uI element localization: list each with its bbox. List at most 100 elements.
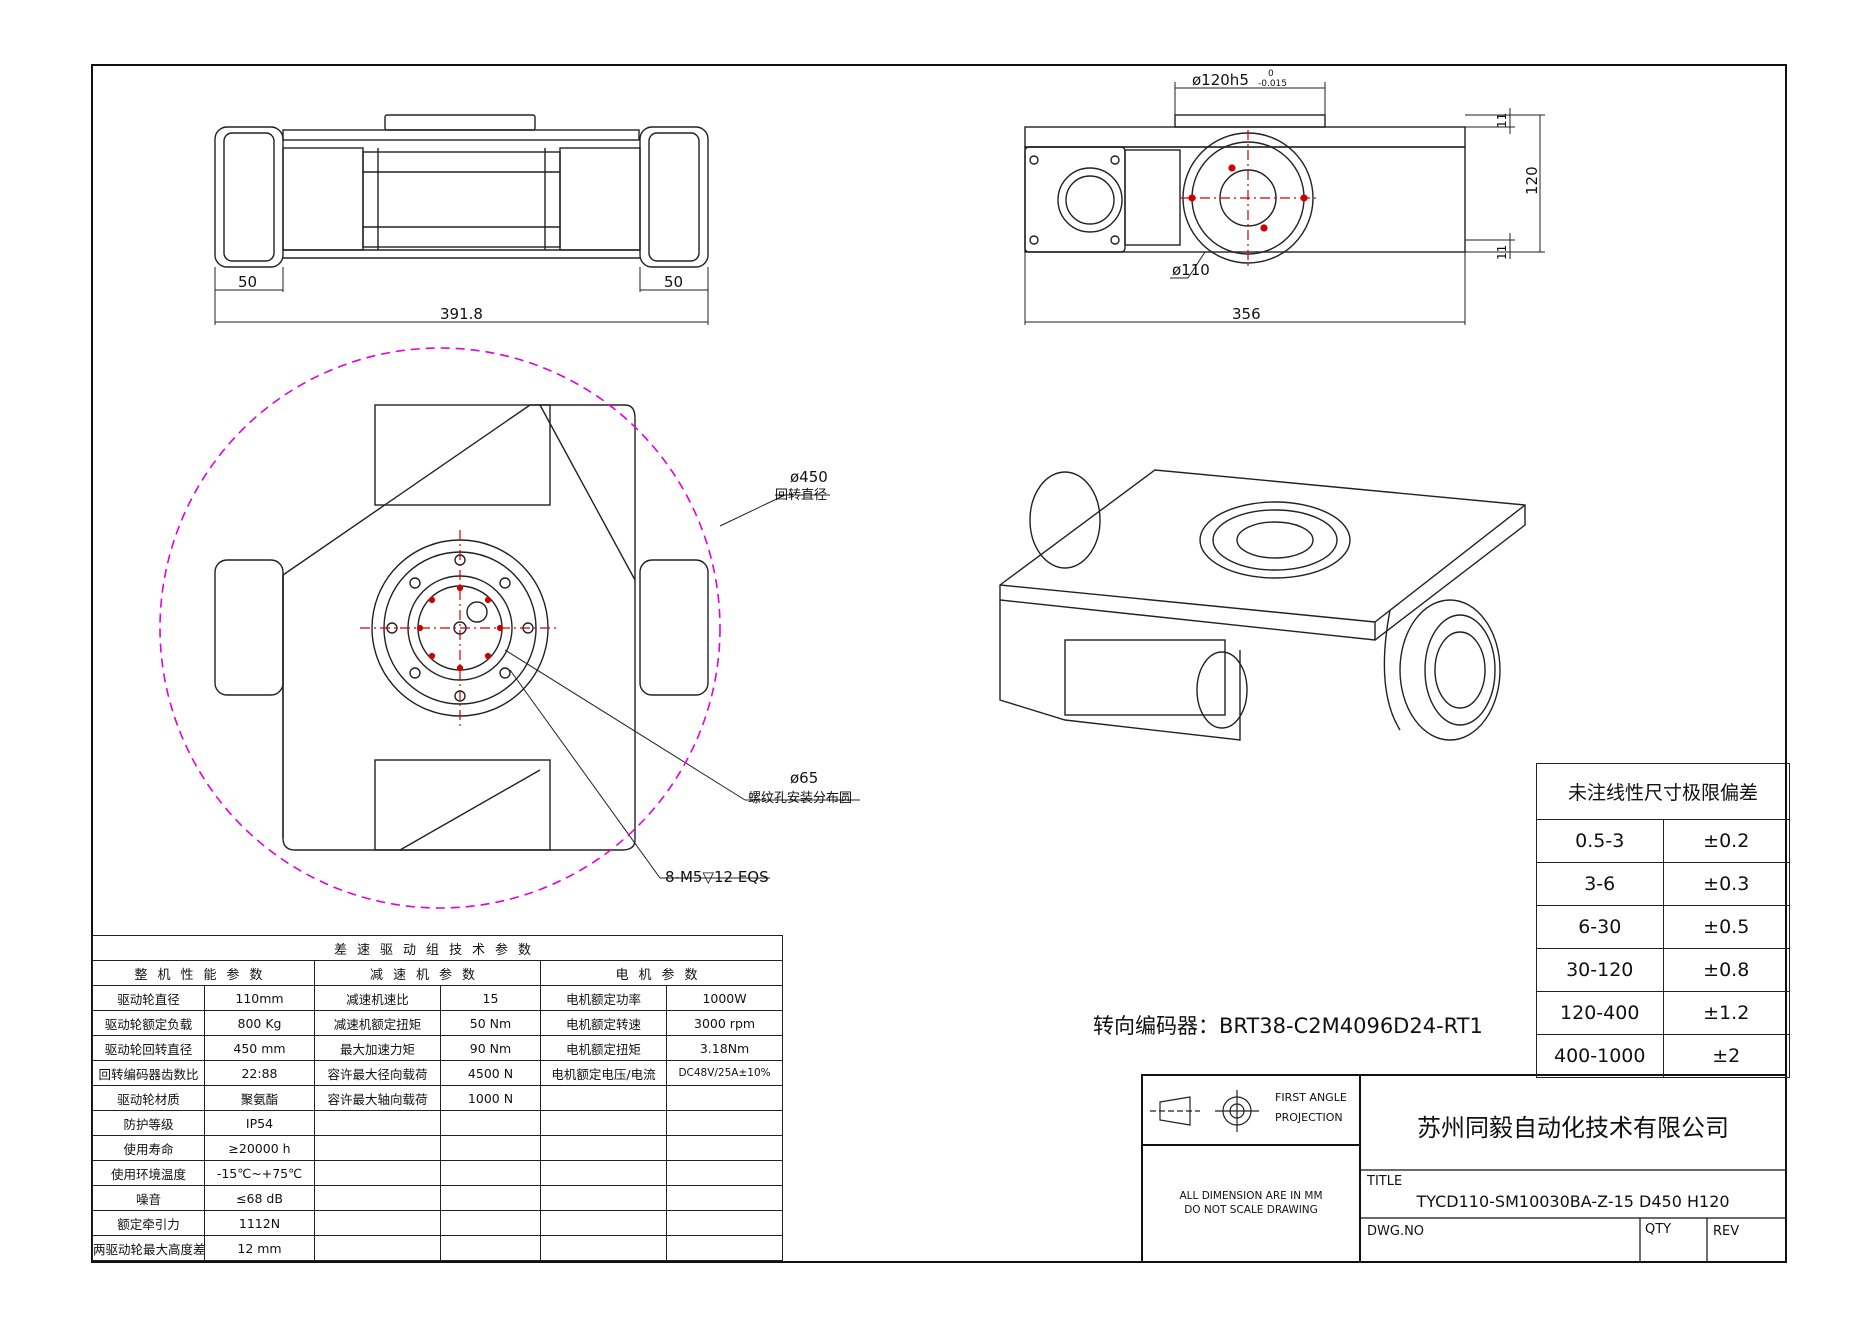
reducer-param-name [314, 1185, 441, 1211]
side-view [1024, 82, 1545, 325]
tolerance-range: 30-120 [1536, 948, 1664, 992]
reducer-param-name: 减速机额定扭矩 [314, 1010, 441, 1036]
dim-top-diameter: ø120h5 [1192, 71, 1249, 89]
qty-label: QTY [1645, 1222, 1672, 1237]
spec-group-header: 电机参数 [539, 960, 784, 986]
motor-param-value [665, 1160, 784, 1186]
tolerance-value: ±1.2 [1662, 991, 1790, 1035]
spec-param-value: -15℃~+75℃ [204, 1160, 315, 1186]
spec-param-value: 聚氨酯 [204, 1085, 315, 1111]
reducer-param-name [314, 1110, 441, 1136]
tolerance-value: ±0.3 [1662, 862, 1790, 906]
motor-param-name [540, 1110, 667, 1136]
motor-param-value: DC48V/25A±10% [665, 1060, 784, 1086]
tolerance-range: 400-1000 [1536, 1034, 1664, 1078]
reducer-param-value [440, 1210, 541, 1236]
spec-param-name: 两驱动轮最大高度差 [92, 1235, 205, 1261]
reducer-param-value: 1000 N [440, 1085, 541, 1111]
reducer-param-value [440, 1110, 541, 1136]
motor-param-name [540, 1210, 667, 1236]
motor-param-value [665, 1235, 784, 1261]
rotation-diameter-circle [159, 347, 721, 909]
spec-param-name: 回转编码器齿数比 [92, 1060, 205, 1086]
spec-param-name: 使用寿命 [92, 1135, 205, 1161]
tolerance-value: ±0.5 [1662, 905, 1790, 949]
dwg-no-label: DWG.NO [1367, 1224, 1425, 1239]
spec-group-header: 减速机参数 [314, 960, 541, 986]
spec-table-row: 使用寿命≥20000 h [92, 1135, 784, 1161]
plan-view-centerlines [360, 530, 560, 726]
motor-param-name: 电机额定电压/电流 [540, 1060, 667, 1086]
tolerance-range: 120-400 [1536, 991, 1664, 1035]
label-thread-spec: 8-M5▽12 EQS [665, 868, 769, 886]
motor-param-name [540, 1235, 667, 1261]
tolerance-table-title: 未注线性尺寸极限偏差 [1536, 763, 1790, 820]
tolerance-range: 0.5-3 [1536, 819, 1664, 863]
dim-front-right-wheel: 50 [664, 273, 683, 291]
company-name: 苏州同毅自动化技术有限公司 [1417, 1114, 1729, 1142]
motor-param-name [540, 1085, 667, 1111]
spec-param-name: 驱动轮额定负载 [92, 1010, 205, 1036]
projection-line1: FIRST ANGLE [1275, 1091, 1347, 1104]
tolerance-range: 3-6 [1536, 862, 1664, 906]
motor-param-name: 电机额定转速 [540, 1010, 667, 1036]
tolerance-value: ±0.2 [1662, 819, 1790, 863]
sheet-border [91, 64, 1787, 1263]
label-bolt-circle: 螺纹孔安装分布圆 [748, 791, 852, 806]
tolerance-value: ±0.8 [1662, 948, 1790, 992]
spec-table-row: 噪音≤68 dB [92, 1185, 784, 1211]
reducer-param-name [314, 1210, 441, 1236]
label-rotation-diameter: 回转直径 [775, 488, 827, 503]
motor-param-value: 1000W [665, 985, 784, 1011]
encoder-note: 转向编码器：BRT38-C2M4096D24-RT1 [1093, 1014, 1483, 1038]
spec-param-value: 800 Kg [204, 1010, 315, 1036]
spec-param-name: 防护等级 [92, 1110, 205, 1136]
motor-param-value [665, 1185, 784, 1211]
dim-front-overall-width: 391.8 [440, 305, 483, 323]
tolerance-row: 0.5-3±0.2 [1536, 819, 1790, 863]
dim-top-tol-upper: 0 [1268, 69, 1274, 79]
units-note-line1: ALL DIMENSION ARE IN MM [1179, 1190, 1323, 1202]
reducer-param-value: 15 [440, 985, 541, 1011]
spec-param-name: 驱动轮回转直径 [92, 1035, 205, 1061]
motor-param-name [540, 1160, 667, 1186]
dim-top-plate: 11 [1495, 113, 1509, 128]
projection-line2: PROJECTION [1275, 1111, 1343, 1124]
motor-param-value [665, 1210, 784, 1236]
spec-param-name: 使用环境温度 [92, 1160, 205, 1186]
spec-param-value: 110mm [204, 985, 315, 1011]
spec-param-name: 驱动轮材质 [92, 1085, 205, 1111]
motor-param-value [665, 1135, 784, 1161]
dim-flange-diameter: ø110 [1172, 261, 1210, 279]
reducer-param-value: 50 Nm [440, 1010, 541, 1036]
reducer-param-value [440, 1185, 541, 1211]
isometric-view [999, 469, 1526, 741]
reducer-param-name: 最大加速力矩 [314, 1035, 441, 1061]
dim-side-length: 356 [1232, 305, 1261, 323]
dim-bottom-plate: 11 [1495, 245, 1509, 260]
dim-side-height: 120 [1523, 166, 1541, 195]
tolerance-value: ±2 [1662, 1034, 1790, 1078]
reducer-param-name [314, 1235, 441, 1261]
rev-label: REV [1713, 1224, 1740, 1239]
units-note-line2: DO NOT SCALE DRAWING [1184, 1204, 1318, 1216]
reducer-param-value [440, 1135, 541, 1161]
reducer-param-name: 减速机速比 [314, 985, 441, 1011]
front-view [214, 114, 709, 325]
spec-param-value: ≥20000 h [204, 1135, 315, 1161]
spec-param-value: IP54 [204, 1110, 315, 1136]
projection-symbol-icon [1150, 1090, 1259, 1132]
title-label: TITLE [1367, 1174, 1403, 1189]
reducer-param-value: 4500 N [440, 1060, 541, 1086]
tolerance-table: 未注线性尺寸极限偏差 0.5-3±0.2 3-6±0.3 6-30±0.5 30… [1536, 763, 1790, 1078]
title-block-frame [1141, 1074, 1787, 1263]
reducer-param-name [314, 1135, 441, 1161]
spec-param-name: 噪音 [92, 1185, 205, 1211]
